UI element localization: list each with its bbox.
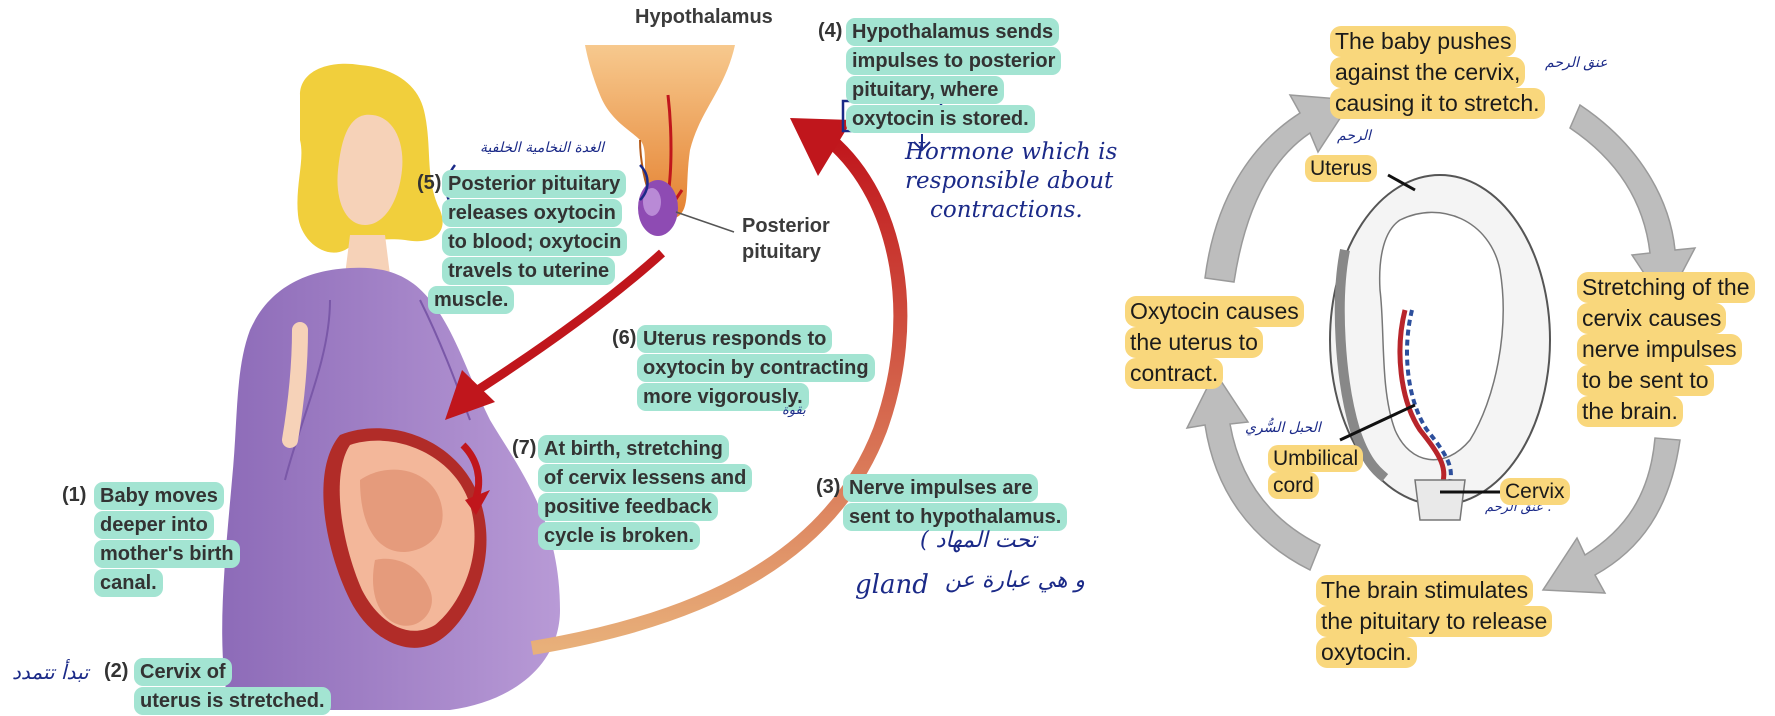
step-7-line-2: of cervix lessens and bbox=[538, 464, 752, 492]
step-3-line-2: sent to hypothalamus. bbox=[843, 503, 1067, 531]
cycle-step-left: Oxytocin causes the uterus to contract. bbox=[1125, 296, 1304, 389]
hypothalamus-label: Hypothalamus bbox=[635, 6, 773, 29]
cycle-right-line-2: cervix causes bbox=[1577, 303, 1726, 334]
step-5-line-2: releases oxytocin bbox=[442, 199, 622, 227]
umbilical-line-2: cord bbox=[1268, 472, 1319, 499]
step-1-number: (1) bbox=[62, 484, 86, 507]
arabic-gland-note: و هي عبارة عن bbox=[945, 568, 1085, 593]
uterus-label: Uterus bbox=[1305, 155, 1377, 182]
posterior-pituitary-line-2: pituitary bbox=[742, 239, 830, 265]
cycle-top-line-2: against the cervix, bbox=[1330, 57, 1525, 88]
cycle-bottom-line-2: the pituitary to release bbox=[1316, 606, 1552, 637]
cycle-left-line-1: Oxytocin causes bbox=[1125, 296, 1304, 327]
step-7-line-3: positive feedback bbox=[538, 493, 718, 521]
hormone-note-line-3: contractions. bbox=[905, 196, 1117, 225]
uterus-label-text: Uterus bbox=[1305, 155, 1377, 182]
step-7-number: (7) bbox=[512, 437, 536, 460]
cycle-right-line-5: the brain. bbox=[1577, 396, 1683, 427]
step-5-line-4: travels to uterine bbox=[442, 257, 615, 285]
step-1-line-4: canal. bbox=[94, 569, 163, 597]
step-4-line-2: impulses to posterior bbox=[846, 47, 1061, 75]
step-4-line-1: Hypothalamus sends bbox=[846, 18, 1059, 46]
posterior-pituitary-line-1: Posterior bbox=[742, 213, 830, 239]
gland-word: gland bbox=[855, 570, 929, 600]
hormone-note-line-1: Hormone which is bbox=[905, 138, 1117, 167]
step-5-line-1: Posterior pituitary bbox=[442, 170, 626, 198]
step-1-line-1: Baby moves bbox=[94, 482, 224, 510]
step-7-line-4: cycle is broken. bbox=[538, 522, 700, 550]
step-4-number: (4) bbox=[818, 20, 842, 43]
step-4-line-4: oxytocin is stored. bbox=[846, 105, 1035, 133]
step-3-text: Nerve impulses are sent to hypothalamus. bbox=[843, 474, 1067, 532]
cycle-right-line-1: Stretching of the bbox=[1577, 272, 1755, 303]
step-5-line-3: to blood; oxytocin bbox=[442, 228, 627, 256]
step-6-line-1: Uterus responds to bbox=[637, 325, 832, 353]
step-1-line-2: deeper into bbox=[94, 511, 214, 539]
hormone-note-line-2: responsible about bbox=[905, 167, 1117, 196]
umbilical-line-1: Umbilical bbox=[1268, 445, 1363, 472]
cycle-right-line-4: to be sent to bbox=[1577, 365, 1714, 396]
arabic-posterior-note: الغدة النخامية الخلفية bbox=[480, 140, 604, 156]
cycle-step-top: The baby pushes against the cervix, caus… bbox=[1330, 26, 1545, 119]
cycle-arrow-bottom-right bbox=[1543, 438, 1680, 593]
step-5-line-5: muscle. bbox=[428, 286, 514, 314]
cycle-top-line-1: The baby pushes bbox=[1330, 26, 1516, 57]
step-7-line-1: At birth, stretching bbox=[538, 435, 729, 463]
cycle-bottom-line-1: The brain stimulates bbox=[1316, 575, 1533, 606]
step-6-line-2: oxytocin by contracting bbox=[637, 354, 875, 382]
arabic-uterus-note: الرحم bbox=[1337, 128, 1371, 144]
cycle-step-bottom: The brain stimulates the pituitary to re… bbox=[1316, 575, 1552, 668]
cycle-left-line-2: the uterus to bbox=[1125, 327, 1263, 358]
step-6-text: Uterus responds to oxytocin by contracti… bbox=[637, 325, 875, 412]
cycle-bottom-line-3: oxytocin. bbox=[1316, 637, 1417, 668]
posterior-pituitary-label: Posterior pituitary bbox=[742, 213, 830, 265]
step-7-text: At birth, stretching of cervix lessens a… bbox=[538, 435, 752, 551]
cervix-label: Cervix bbox=[1500, 478, 1570, 505]
arabic-cervix-top-note: عنق الرحم bbox=[1545, 55, 1608, 71]
arabic-umbilical-note: الحبل السُّري bbox=[1245, 420, 1321, 436]
step-6-number: (6) bbox=[612, 327, 636, 350]
step-2-line-2: uterus is stretched. bbox=[134, 687, 331, 715]
cycle-right-line-3: nerve impulses bbox=[1577, 334, 1742, 365]
cycle-top-line-3: causing it to stretch. bbox=[1330, 88, 1545, 119]
arabic-hypothalamus-note: ( تحت المهاد bbox=[920, 528, 1037, 553]
cycle-left-line-3: contract. bbox=[1125, 358, 1223, 389]
step-1-line-3: mother's birth bbox=[94, 540, 240, 568]
cycle-step-right: Stretching of the cervix causes nerve im… bbox=[1577, 272, 1755, 427]
step-4-text: Hypothalamus sends impulses to posterior… bbox=[846, 18, 1061, 134]
step-5-text: Posterior pituitary releases oxytocin to… bbox=[442, 170, 627, 315]
step-5-number: (5) bbox=[417, 172, 441, 195]
step-1-text: Baby moves deeper into mother's birth ca… bbox=[94, 482, 240, 598]
cervix-label-text: Cervix bbox=[1500, 478, 1570, 505]
step-2-line-1: Cervix of bbox=[134, 658, 232, 686]
arabic-vigorously-note: بقوة bbox=[782, 403, 806, 418]
step-2-number: (2) bbox=[104, 660, 128, 683]
arabic-starts-note: تبدأ تتمدد bbox=[12, 660, 89, 684]
cycle-arrow-top-left bbox=[1205, 95, 1352, 282]
hormone-note: Hormone which is responsible about contr… bbox=[905, 138, 1117, 225]
umbilical-cord-label: Umbilical cord bbox=[1268, 445, 1363, 499]
step-3-line-1: Nerve impulses are bbox=[843, 474, 1038, 502]
step-3-number: (3) bbox=[816, 476, 840, 499]
step-2-text: Cervix of uterus is stretched. bbox=[134, 658, 331, 716]
step-4-line-3: pituitary, where bbox=[846, 76, 1004, 104]
